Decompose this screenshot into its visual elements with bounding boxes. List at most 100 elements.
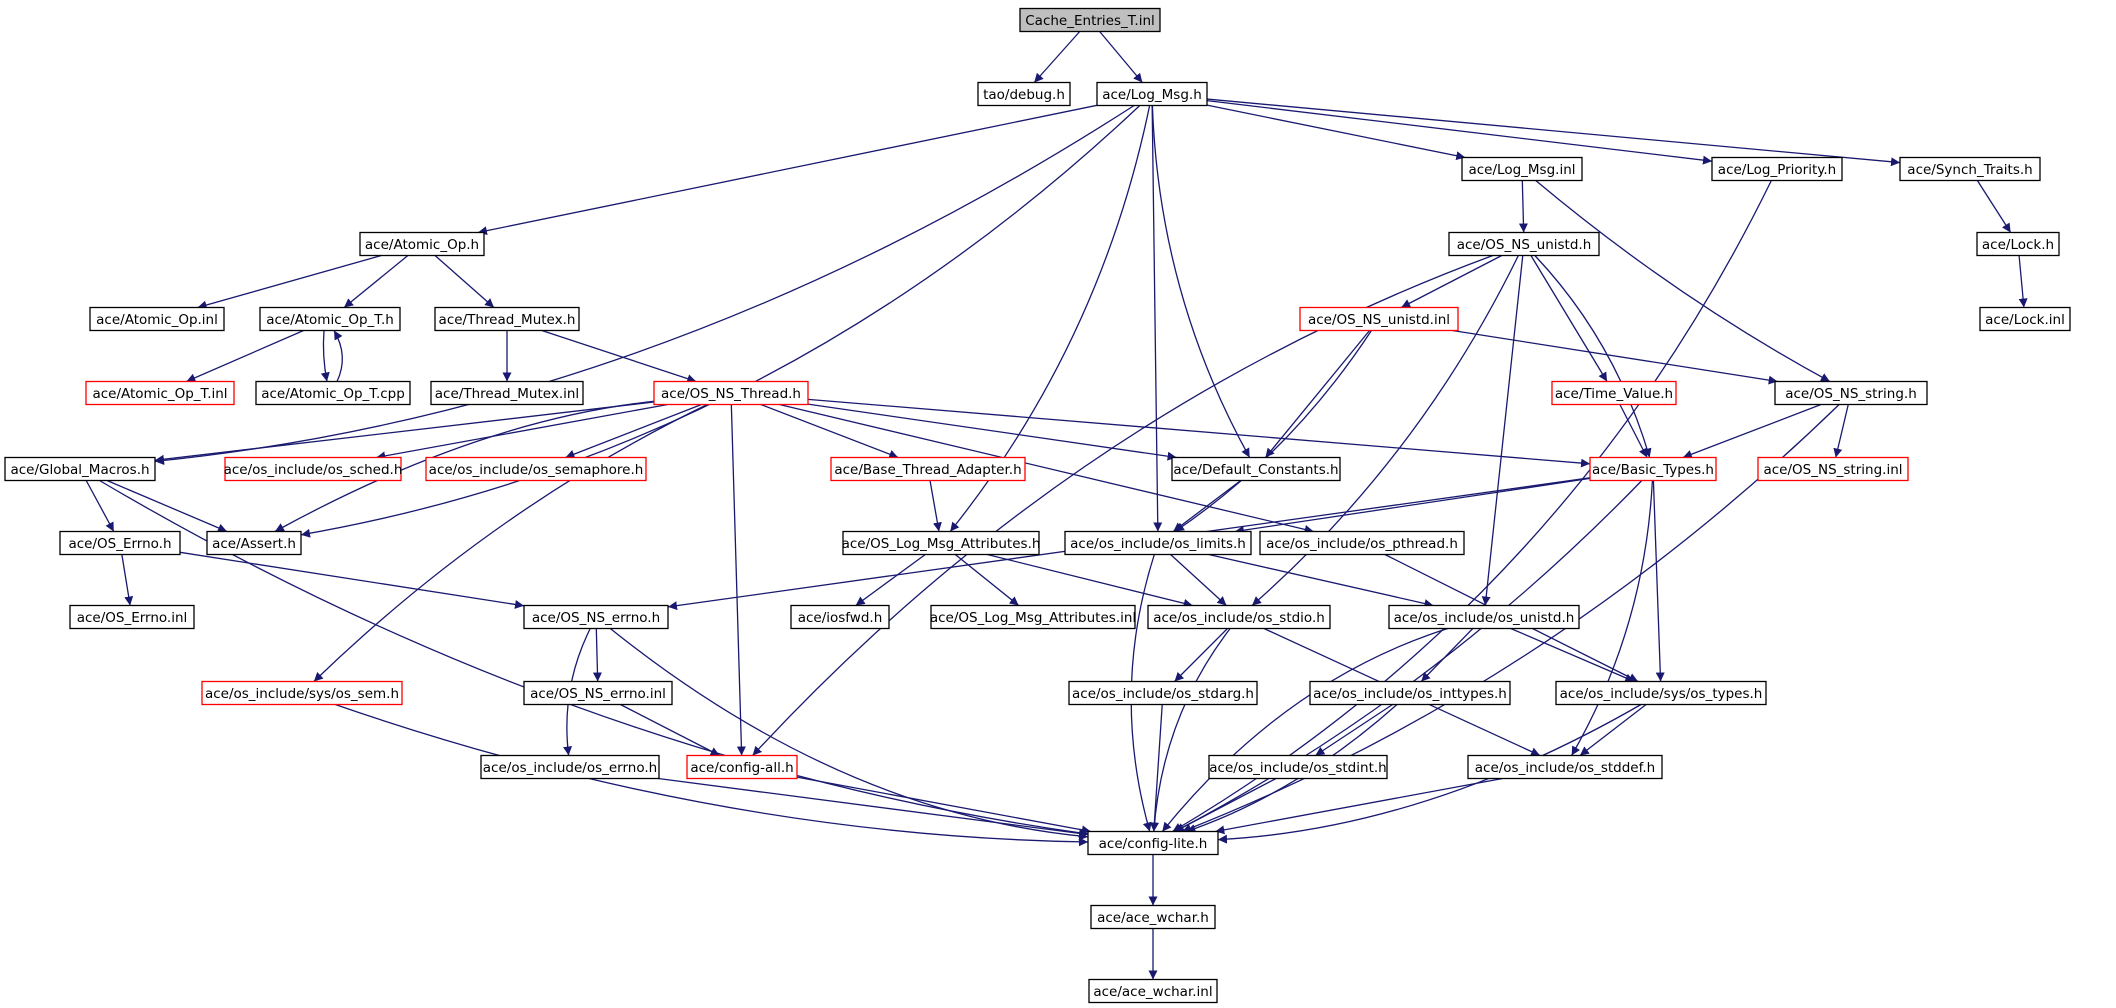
edge-global-macros-to-assert-h <box>106 479 228 533</box>
node-label: ace/os_include/sys/os_types.h <box>1560 686 1763 702</box>
node-basic-types[interactable]: ace/Basic_Types.h <box>1589 456 1717 482</box>
node-label: ace/OS_NS_errno.h <box>532 610 660 626</box>
node-atomic-op-t-h[interactable]: ace/Atomic_Op_T.h <box>259 306 401 332</box>
edge-atomic-op-h-to-atomic-op-inl <box>197 254 382 310</box>
edge-log-msg-inl-to-os-ns-string-h <box>1535 180 1831 383</box>
node-label: ace/Thread_Mutex.h <box>439 312 576 328</box>
node-atomic-op-t-cpp[interactable]: ace/Atomic_Op_T.cpp <box>255 380 411 406</box>
edge-sys-os-sem-to-config-lite <box>335 703 1089 847</box>
edge-os-limits-to-os-stdio <box>1170 554 1227 606</box>
node-tao-debug[interactable]: tao/debug.h <box>977 81 1071 107</box>
node-lock-inl[interactable]: ace/Lock.inl <box>1979 306 2071 332</box>
node-box <box>1088 978 1218 1004</box>
node-box <box>523 604 669 630</box>
node-label: ace/os_include/os_limits.h <box>1070 536 1246 552</box>
node-label: ace/Assert.h <box>212 536 296 552</box>
node-iosfwd[interactable]: ace/iosfwd.h <box>790 604 890 630</box>
node-atomic-op-h[interactable]: ace/Atomic_Op.h <box>359 231 485 257</box>
edge-time-value-h-to-basic-types <box>1619 404 1648 458</box>
edge-global-macros-to-config-lite <box>99 479 1089 838</box>
node-box <box>830 456 1026 482</box>
node-lock-h[interactable]: ace/Lock.h <box>1976 231 2060 257</box>
edge-synch-traits-to-lock-h <box>1976 180 2012 233</box>
node-thread-mutex-h[interactable]: ace/Thread_Mutex.h <box>434 306 580 332</box>
node-label: ace/Lock.h <box>1982 237 2054 253</box>
node-box <box>1979 306 2071 332</box>
node-os-errno-os[interactable]: ace/os_include/os_errno.h <box>480 754 660 780</box>
node-atomic-op-t-inl[interactable]: ace/Atomic_Op_T.inl <box>85 380 235 406</box>
edge-os-errno-h-to-os-ns-errno-h <box>179 551 525 609</box>
node-label: ace/Atomic_Op.inl <box>96 312 218 328</box>
edge-os-unistd-to-os-inttypes <box>1420 628 1474 682</box>
edge-os-ns-thread-h-to-os-pthread <box>779 403 1314 534</box>
node-thread-mutex-inl[interactable]: ace/Thread_Mutex.inl <box>430 380 584 406</box>
node-os-ns-errno-h[interactable]: ace/OS_NS_errno.h <box>523 604 669 630</box>
node-os-inttypes[interactable]: ace/os_include/os_inttypes.h <box>1309 680 1511 706</box>
node-log-priority[interactable]: ace/Log_Priority.h <box>1711 156 1843 182</box>
edge-sys-os-types-to-os-stddef <box>1579 703 1647 757</box>
node-os-log-msg-attr-inl[interactable]: ace/OS_Log_Msg_Attributes.inl <box>930 604 1136 630</box>
node-assert-h[interactable]: ace/Assert.h <box>206 530 302 556</box>
node-box <box>1976 231 2060 257</box>
edge-atomic-op-t-cpp-to-atomic-op-t-h <box>333 330 343 382</box>
node-label: ace/os_include/os_sched.h <box>224 462 403 478</box>
node-os-log-msg-attr-h[interactable]: ace/OS_Log_Msg_Attributes.h <box>842 530 1041 556</box>
node-box <box>1448 231 1600 257</box>
node-os-ns-unistd-h[interactable]: ace/OS_NS_unistd.h <box>1448 231 1600 257</box>
node-label: ace/OS_Log_Msg_Attributes.inl <box>930 610 1136 626</box>
node-os-ns-errno-inl[interactable]: ace/OS_NS_errno.inl <box>523 680 673 706</box>
node-box <box>1555 680 1767 706</box>
node-os-stdio[interactable]: ace/os_include/os_stdio.h <box>1147 604 1331 630</box>
node-os-sched[interactable]: ace/os_include/os_sched.h <box>224 456 403 482</box>
node-os-stdint[interactable]: ace/os_include/os_stdint.h <box>1208 754 1388 780</box>
edge-os-log-msg-attr-h-to-iosfwd <box>855 553 926 607</box>
node-os-pthread[interactable]: ace/os_include/os_pthread.h <box>1259 530 1465 556</box>
node-box <box>842 530 1040 556</box>
node-ace-wchar-h[interactable]: ace/ace_wchar.h <box>1090 904 1216 930</box>
edge-os-log-msg-attr-h-to-os-log-msg-attr-inl <box>954 553 1020 607</box>
edge-basic-types-to-os-stddef <box>1571 480 1654 756</box>
node-box <box>201 680 403 706</box>
node-os-semaphore[interactable]: ace/os_include/os_semaphore.h <box>425 456 647 482</box>
edge-lock-h-to-lock-inl <box>2018 255 2028 308</box>
node-cache-entries[interactable]: Cache_Entries_T.inl <box>1019 7 1161 33</box>
node-os-ns-string-h[interactable]: ace/OS_NS_string.h <box>1774 380 1928 406</box>
node-sys-os-types[interactable]: ace/os_include/sys/os_types.h <box>1555 680 1767 706</box>
node-default-constants[interactable]: ace/Default_Constants.h <box>1171 456 1341 482</box>
node-label: ace/Basic_Types.h <box>1592 462 1714 478</box>
node-box <box>4 456 156 482</box>
node-ace-wchar-inl[interactable]: ace/ace_wchar.inl <box>1088 978 1218 1004</box>
node-box <box>259 306 401 332</box>
edge-os-ns-errno-h-to-os-ns-errno-inl <box>592 628 602 682</box>
node-base-thread-adapter[interactable]: ace/Base_Thread_Adapter.h <box>830 456 1026 482</box>
node-sys-os-sem[interactable]: ace/os_include/sys/os_sem.h <box>201 680 403 706</box>
node-os-errno-h[interactable]: ace/OS_Errno.h <box>59 530 181 556</box>
node-time-value-h[interactable]: ace/Time_Value.h <box>1551 380 1677 406</box>
node-config-all[interactable]: ace/config-all.h <box>686 754 798 780</box>
node-box <box>425 456 647 482</box>
node-box <box>434 306 580 332</box>
edge-os-ns-thread-h-to-os-sched <box>376 403 668 461</box>
node-synch-traits[interactable]: ace/Synch_Traits.h <box>1899 156 2041 182</box>
node-box <box>1899 156 2041 182</box>
node-box <box>1087 830 1219 856</box>
node-config-lite[interactable]: ace/config-lite.h <box>1087 830 1219 856</box>
node-global-macros[interactable]: ace/Global_Macros.h <box>4 456 156 482</box>
edge-os-ns-unistd-h-to-basic-types <box>1534 255 1652 458</box>
edge-os-ns-unistd-inl-to-os-limits <box>1174 330 1372 533</box>
node-label: Cache_Entries_T.inl <box>1025 13 1155 29</box>
node-atomic-op-inl[interactable]: ace/Atomic_Op.inl <box>89 306 225 332</box>
node-os-ns-string-inl[interactable]: ace/OS_NS_string.inl <box>1757 456 1909 482</box>
node-os-stdarg[interactable]: ace/os_include/os_stdarg.h <box>1068 680 1258 706</box>
node-os-limits[interactable]: ace/os_include/os_limits.h <box>1064 530 1252 556</box>
node-log-msg-inl[interactable]: ace/Log_Msg.inl <box>1461 156 1583 182</box>
node-log-msg-h[interactable]: ace/Log_Msg.h <box>1096 81 1208 107</box>
node-box <box>930 604 1136 630</box>
node-os-ns-unistd-inl[interactable]: ace/OS_NS_unistd.inl <box>1299 306 1459 332</box>
edge-global-macros-to-os-errno-h <box>85 480 115 532</box>
node-os-stddef[interactable]: ace/os_include/os_stddef.h <box>1467 754 1663 780</box>
node-os-errno-inl[interactable]: ace/OS_Errno.inl <box>69 604 195 630</box>
node-os-ns-thread-h[interactable]: ace/OS_NS_Thread.h <box>653 380 809 406</box>
node-os-unistd[interactable]: ace/os_include/os_unistd.h <box>1388 604 1580 630</box>
node-label: ace/ace_wchar.inl <box>1093 984 1212 1000</box>
